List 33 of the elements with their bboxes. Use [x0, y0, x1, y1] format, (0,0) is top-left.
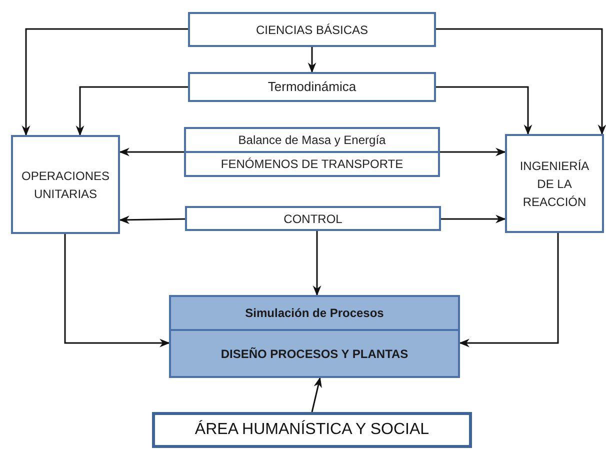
process-box — [11, 135, 120, 234]
box-label: ÁREA HUMANÍSTICA Y SOCIAL — [194, 419, 430, 440]
arrow — [312, 231, 322, 296]
arrow — [22, 28, 188, 136]
box-label: CONTROL — [284, 210, 342, 228]
arrow — [118, 148, 184, 156]
arrow — [311, 376, 322, 412]
arrow — [308, 47, 316, 74]
arrow — [436, 86, 532, 136]
box-label: Termodinámica — [268, 78, 356, 96]
box-label: INGENIERÍA DE LA REACCIÓN — [518, 158, 590, 210]
arrow — [76, 86, 188, 136]
box-label: DISEÑO PROCESOS Y PLANTAS — [220, 346, 408, 362]
process-box — [188, 12, 436, 47]
box-label: CIENCIAS BÁSICAS — [256, 22, 368, 38]
process-box — [169, 295, 460, 331]
process-box — [169, 329, 460, 378]
process-box — [505, 134, 604, 233]
box-label: Balance de Masa y Energía — [238, 132, 386, 149]
arrow — [441, 214, 506, 224]
area-box — [152, 412, 472, 448]
process-box — [184, 151, 440, 177]
process-box — [185, 206, 441, 231]
box-label: FENÓMENOS DE TRANSPORTE — [220, 156, 404, 173]
arrow — [440, 148, 506, 156]
arrow — [118, 216, 186, 224]
process-box — [188, 72, 436, 102]
box-label: Simulación de Procesos — [245, 305, 384, 322]
box-label: OPERACIONES UNITARIAS — [20, 168, 111, 202]
arrow — [436, 28, 606, 136]
arrow — [64, 234, 170, 348]
process-box — [184, 127, 440, 153]
arrow — [458, 233, 559, 348]
